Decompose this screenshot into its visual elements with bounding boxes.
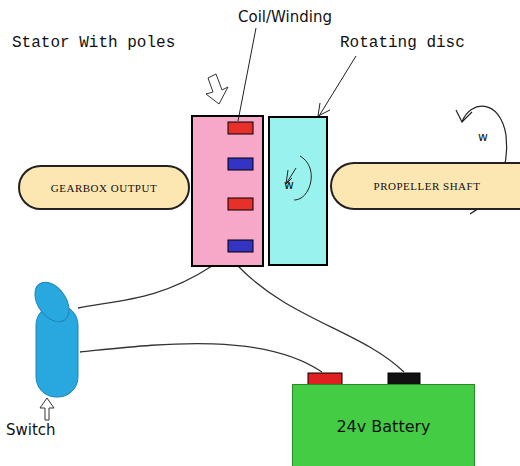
callout-label: Rotating disc (340, 34, 465, 52)
pointer-arrow (40, 398, 54, 420)
wire (238, 266, 404, 372)
leader-line (238, 28, 256, 121)
rotation-arrow (270, 118, 326, 264)
leader-head (318, 103, 330, 116)
pole-red (228, 198, 253, 210)
speed-symbol: w (284, 178, 294, 192)
node-label: GEARBOX OUTPUT (51, 182, 157, 194)
node-label: PROPELLER SHAFT (374, 180, 481, 192)
arrow-head (456, 110, 472, 122)
pointer-arrow (206, 74, 228, 104)
arrow-curve (294, 156, 311, 200)
gearbox-output: GEARBOX OUTPUT (18, 165, 190, 210)
node-label: 24v Battery (336, 417, 430, 436)
battery: 24v Battery (292, 384, 475, 466)
leader-line (319, 56, 356, 116)
callout-label: Coil/Winding (238, 8, 332, 26)
pole-blue (228, 158, 253, 170)
stator (192, 116, 263, 266)
callout-label: Switch (6, 421, 56, 439)
pole-red (228, 122, 253, 134)
pole-blue (228, 240, 253, 252)
wire (78, 266, 212, 308)
speed-symbol: w (478, 130, 488, 144)
wire (80, 344, 322, 372)
callout-label: Stator With poles (12, 34, 175, 52)
switch-lever (28, 276, 76, 328)
rotating-disc: w (268, 116, 328, 266)
propeller-shaft: PROPELLER SHAFT (330, 162, 520, 210)
